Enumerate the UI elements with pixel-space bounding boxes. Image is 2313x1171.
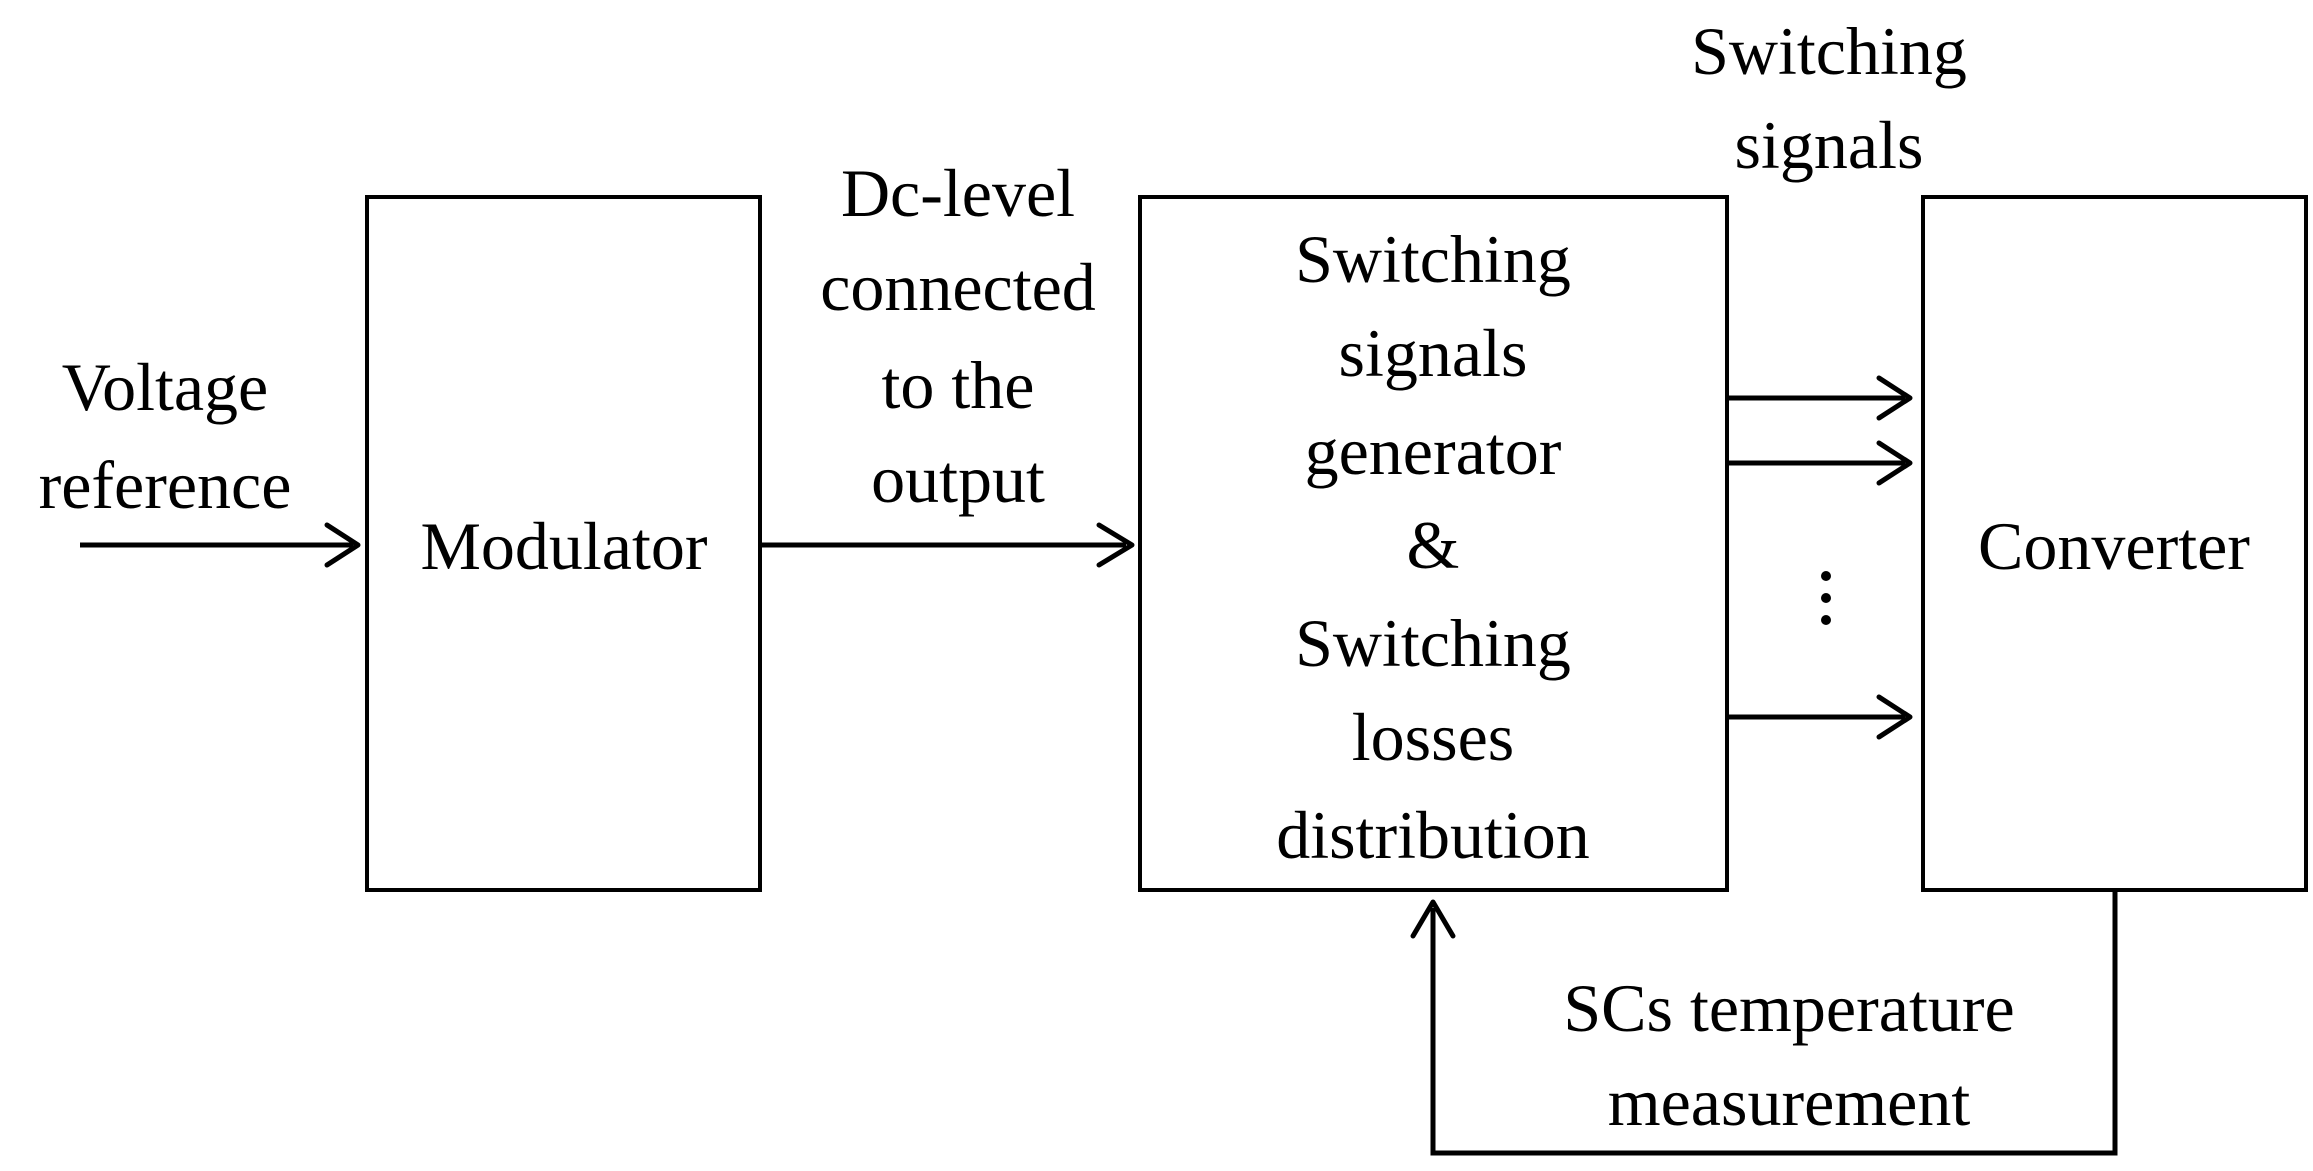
- generator-title-line: signals: [1339, 315, 1528, 391]
- feedback-line: [1430, 890, 2118, 1156]
- dc-level-label-line: output: [871, 441, 1045, 517]
- generator-title-line: distribution: [1276, 797, 1590, 873]
- voltage-reference-label-line: reference: [39, 447, 292, 523]
- sc-temperature-label: SCs temperature measurement: [1563, 970, 2014, 1140]
- switching-signals-label: Switching signals: [1691, 13, 1967, 183]
- generator-title-line: Switching: [1295, 221, 1571, 297]
- modulator-block: [365, 195, 762, 892]
- converter-title: Converter: [1978, 508, 2250, 584]
- generator-title-line: Switching: [1295, 605, 1571, 681]
- converter-block: [1921, 195, 2308, 892]
- voltage-reference-label: Voltage reference: [39, 349, 292, 523]
- switching-signals-label-line: Switching: [1691, 13, 1967, 89]
- generator-title-line: generator: [1305, 413, 1562, 489]
- dc-level-label: Dc-level connected to the output: [820, 155, 1096, 517]
- switching-signal-arrowhead-2: [1876, 440, 1913, 486]
- dc-level-label-line: to the: [882, 347, 1035, 423]
- dc-level-arrowhead: [1096, 522, 1135, 568]
- generator-title: Switching signals generator & Switching …: [1276, 221, 1590, 873]
- feedback-arrowhead: [1410, 899, 1456, 939]
- modulator-title: Modulator: [420, 508, 707, 584]
- dc-level-label-line: Dc-level: [841, 155, 1075, 231]
- dc-level-label-line: connected: [820, 249, 1096, 325]
- generator-title-line: &: [1407, 507, 1460, 583]
- voltage-reference-label-line: Voltage: [62, 349, 269, 425]
- sc-temperature-label-line: measurement: [1608, 1064, 1971, 1140]
- generator-block: [1138, 195, 1729, 892]
- generator-title-line: losses: [1352, 699, 1514, 775]
- switching-signal-arrowhead-n: [1876, 694, 1913, 740]
- switching-signals-label-line: signals: [1735, 107, 1924, 183]
- sc-temperature-label-line: SCs temperature: [1563, 970, 2014, 1046]
- vertical-ellipsis-icon: [1821, 571, 1831, 625]
- switching-signal-arrowhead-1: [1876, 375, 1913, 421]
- input-arrowhead: [324, 522, 361, 568]
